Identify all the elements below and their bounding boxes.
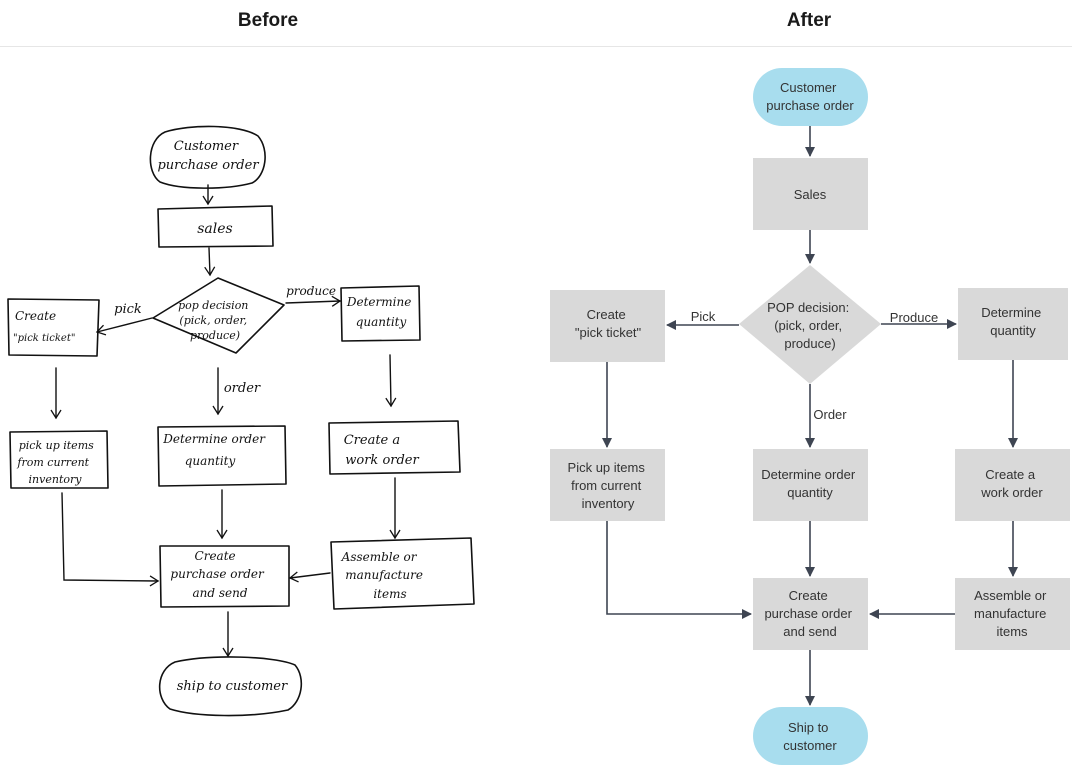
- after-create-po-shape: [753, 578, 868, 650]
- after-title: After: [786, 10, 832, 31]
- before-title: Before: [237, 10, 299, 31]
- after-decision-label: POP decision: (pick, order, produce): [767, 300, 853, 351]
- after-ship-shape: [753, 707, 868, 765]
- before-arrow-qty-workorder: [385, 354, 397, 408]
- before-start-label: Customer purchase order: [157, 139, 259, 173]
- before-order-label: order: [224, 381, 261, 396]
- after-create-pick-label: Create "pick ticket": [575, 307, 642, 340]
- before-create-po-label: Create purchase order and send: [170, 549, 267, 600]
- after-work-order-shape: [955, 449, 1070, 521]
- before-arrow-produce: [285, 295, 342, 307]
- before-flowchart: Customer purchase order sales pop decisi…: [7, 125, 475, 717]
- before-pickup-label: pick up items from current inventory: [16, 439, 97, 486]
- after-sales-shape: [753, 158, 868, 230]
- after-assemble-shape: [955, 578, 1070, 650]
- before-arrow-assemble-po: [288, 571, 331, 583]
- before-arrow-pickup-po: [61, 492, 160, 587]
- before-create-pick-label: Create "pick ticket": [13, 309, 75, 344]
- before-create-pick-shape: [7, 298, 100, 357]
- before-create-po-shape: [159, 545, 290, 608]
- before-assemble-shape: [330, 537, 475, 610]
- before-work-order-label: Create a work order: [344, 433, 420, 468]
- after-assemble-label: Assemble or manufacture items: [974, 588, 1050, 639]
- header-bar: Before After: [0, 0, 1072, 47]
- before-arrow-pick: [95, 317, 153, 336]
- after-order-label: Order: [813, 407, 847, 422]
- after-start-shape: [753, 68, 868, 126]
- after-pickup-shape: [550, 449, 665, 521]
- after-pick-label: Pick: [691, 309, 716, 324]
- before-start-shape: [149, 125, 266, 189]
- before-decision-shape: [152, 277, 285, 354]
- after-ship-label: Ship to customer: [783, 720, 837, 753]
- after-decision-shape: [739, 265, 881, 384]
- before-sales-label: sales: [197, 221, 232, 237]
- before-arrow-sales-decision: [204, 247, 216, 277]
- after-determine-qty-label: Determine quantity: [981, 305, 1045, 338]
- before-pick-label: pick: [114, 302, 142, 317]
- before-work-order-shape: [328, 420, 461, 475]
- after-determine-order-qty-shape: [753, 449, 868, 521]
- before-ship-label: ship to customer: [177, 679, 288, 694]
- after-arrow-pickup-po: [606, 521, 752, 619]
- after-sales-label: Sales: [794, 187, 827, 202]
- before-assemble-label: Assemble or manufacture items: [341, 550, 427, 601]
- before-ship-shape: [158, 656, 303, 717]
- after-create-pick-shape: [550, 290, 665, 362]
- before-produce-label: produce: [286, 284, 336, 298]
- before-determine-qty-label: Determine quantity: [346, 295, 415, 329]
- before-sales-shape: [157, 205, 274, 248]
- after-determine-order-qty-label: Determine order quantity: [761, 467, 859, 500]
- before-determine-qty-shape: [340, 285, 421, 342]
- after-determine-qty-shape: [958, 288, 1068, 360]
- after-produce-label: Produce: [890, 310, 938, 325]
- before-pickup-shape: [9, 430, 109, 489]
- after-work-order-label: Create a work order: [980, 467, 1043, 500]
- before-determine-order-qty-label: Determine order quantity: [162, 432, 269, 468]
- after-create-po-label: Create purchase order and send: [764, 588, 855, 639]
- before-determine-order-qty-shape: [157, 425, 287, 487]
- after-start-label: Customer purchase order: [766, 80, 854, 113]
- before-decision-label: pop decision (pick, order, produce): [178, 299, 252, 342]
- after-pickup-label: Pick up items from current inventory: [568, 460, 649, 511]
